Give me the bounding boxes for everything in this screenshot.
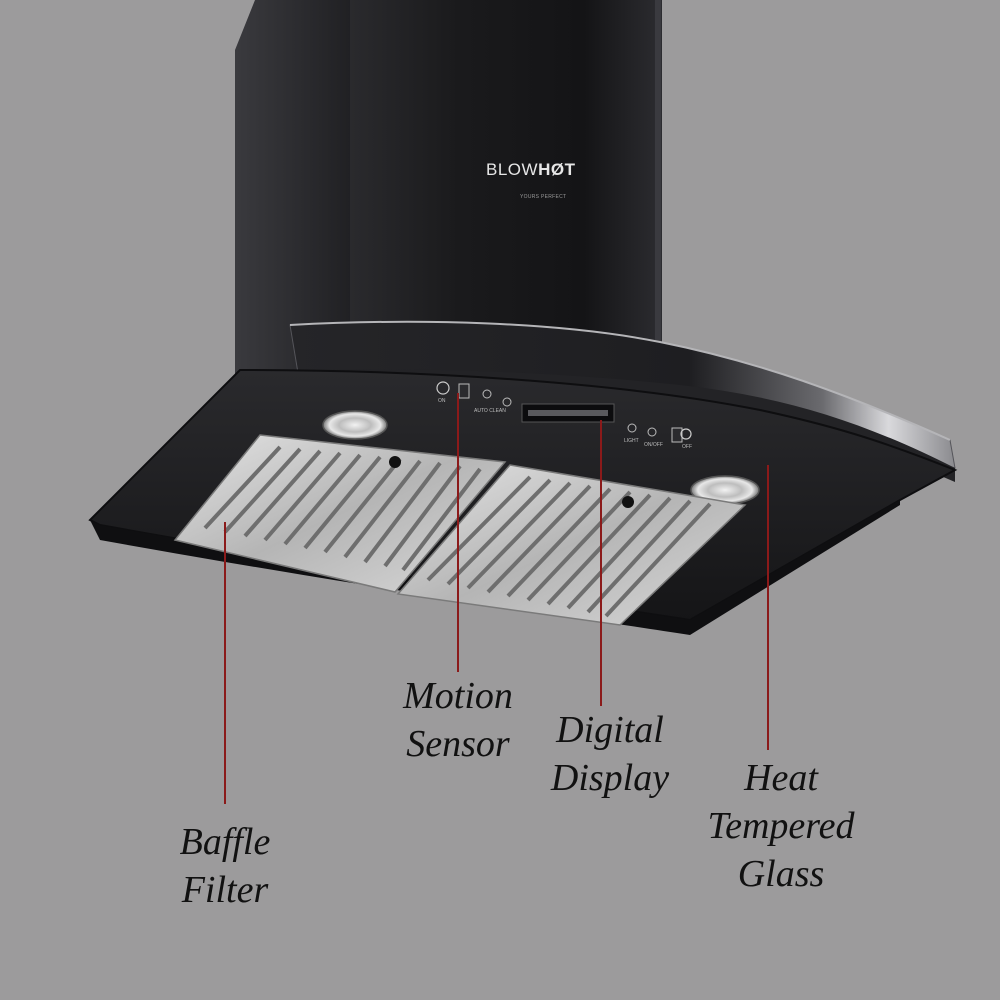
- control-label-on: ON: [438, 398, 446, 404]
- brand-tagline: YOURS PERFECT: [520, 194, 567, 200]
- control-panel: [436, 381, 692, 443]
- callout-glass-line2: Tempered: [707, 805, 855, 847]
- control-label-on-off: ON/OFF: [644, 442, 663, 448]
- callout-motion-line1: Motion: [403, 675, 513, 717]
- callout-label-digital-display: Digital Display: [540, 706, 680, 802]
- callout-glass-line1: Heat: [744, 757, 818, 799]
- callout-baffle-line1: Baffle: [179, 821, 271, 863]
- control-label-light: LIGHT: [624, 438, 639, 444]
- callout-digital-line1: Digital: [556, 709, 664, 751]
- control-label-auto-clean: AUTO CLEAN: [474, 408, 506, 414]
- control-label-off: OFF: [682, 444, 692, 450]
- callout-baffle-line2: Filter: [181, 869, 269, 911]
- callout-lines: [224, 393, 769, 804]
- baffle-filter-left: [173, 434, 507, 593]
- brand-logo-bold: HØT: [538, 160, 576, 179]
- lamp-left-icon: [322, 410, 388, 440]
- callout-glass-line3: Glass: [737, 853, 825, 895]
- callout-label-baffle-filter: Baffle Filter: [160, 818, 290, 914]
- callout-label-motion-sensor: Motion Sensor: [388, 672, 528, 768]
- brand-logo-light: BLOW: [486, 160, 539, 179]
- brand-logo: BLOWHØT: [486, 160, 575, 180]
- callout-motion-line2: Sensor: [406, 723, 510, 765]
- callout-digital-line2: Display: [550, 757, 670, 799]
- baffle-filter-right: [396, 464, 747, 626]
- chimney-duct: [235, 0, 662, 380]
- callout-label-heat-tempered-glass: Heat Tempered Glass: [696, 754, 866, 898]
